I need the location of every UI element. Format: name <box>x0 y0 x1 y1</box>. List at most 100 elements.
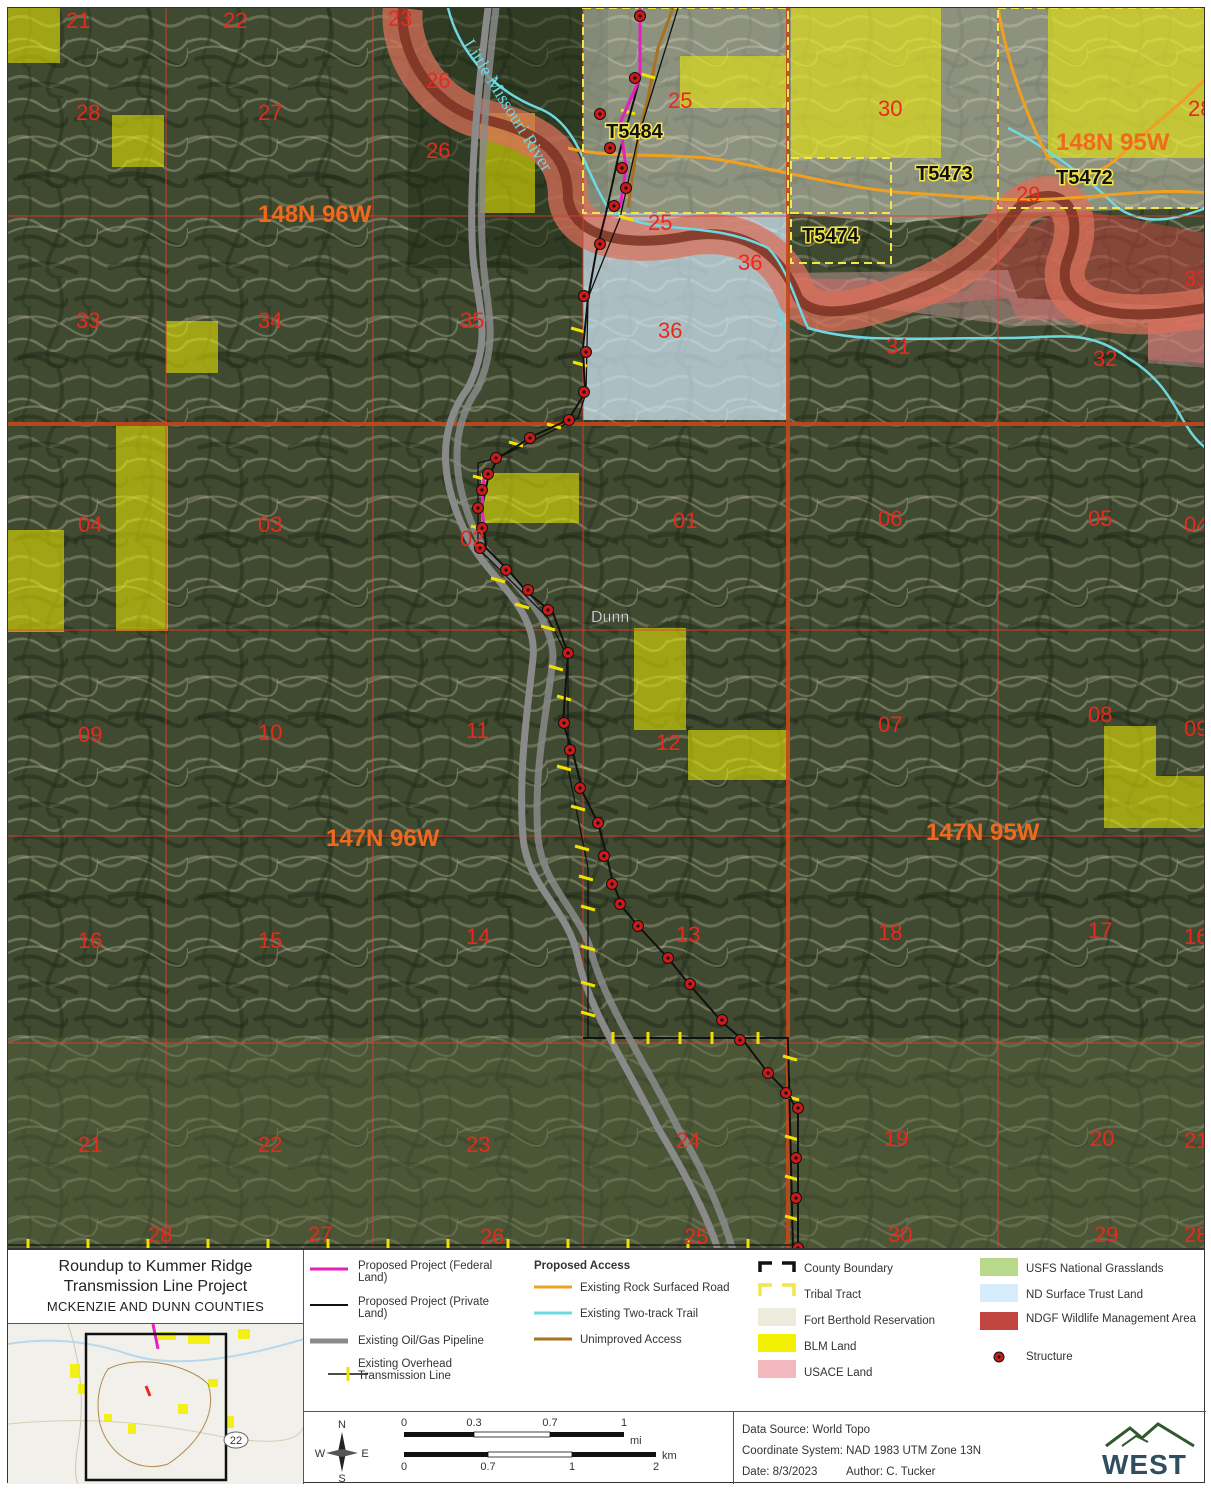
legend-tribal: Tribal Tract <box>804 1289 862 1301</box>
lower-grassland-shade <box>8 1038 1204 1248</box>
section-label: 33 <box>1184 266 1205 291</box>
structure-marker <box>562 647 574 659</box>
legend-pipeline: Existing Oil/Gas Pipeline <box>358 1335 484 1347</box>
structure-marker <box>614 898 626 910</box>
svg-text:2: 2 <box>653 1461 659 1473</box>
title-block: Roundup to Kummer Ridge Transmission Lin… <box>8 1250 304 1324</box>
structure-marker <box>542 604 554 616</box>
section-label: 31 <box>886 334 910 359</box>
overhead-tick <box>548 664 564 672</box>
section-label: 25 <box>648 210 672 235</box>
overhead-tick <box>784 1214 800 1222</box>
map-date: Date: 8/3/2023 <box>742 1466 818 1478</box>
tract-label: T5484 <box>606 121 664 143</box>
legend-reservation: Fort Berthold Reservation <box>804 1315 936 1327</box>
overhead-tick <box>540 624 556 632</box>
section-grid <box>8 8 1204 1248</box>
section-label: 13 <box>676 922 700 947</box>
blm-parcels <box>8 8 1204 828</box>
legend-proposed-private: Proposed Project (Private Land) <box>358 1296 490 1320</box>
section-label: 15 <box>258 928 282 953</box>
place-label-dunn: Dunn <box>591 609 629 626</box>
inset-map[interactable]: 22 <box>8 1324 304 1484</box>
section-label: 04 <box>1184 512 1205 537</box>
section-label: 25 <box>684 1224 708 1249</box>
structure-marker <box>734 1034 746 1046</box>
overhead-tick <box>508 440 524 448</box>
tract-label: T5472 <box>1056 167 1113 189</box>
section-label: 26 <box>480 1224 504 1249</box>
section-label: 14 <box>466 924 490 949</box>
structure-marker <box>474 542 486 554</box>
structure-marker <box>604 142 616 154</box>
section-label: 28 <box>1188 96 1205 121</box>
township-label: 148N 95W <box>1056 129 1170 156</box>
section-label: 16 <box>78 928 102 953</box>
structure-marker <box>476 522 488 534</box>
section-label: 08 <box>1088 702 1112 727</box>
structure-marker <box>594 108 606 120</box>
km-scale: 0 0.7 1 2 km <box>401 1450 677 1473</box>
structure-marker <box>564 744 576 756</box>
section-label: 23 <box>388 8 412 31</box>
structure-marker <box>762 1067 774 1079</box>
legend: Proposed Project (Federal Land) Proposed… <box>304 1250 1206 1412</box>
structure-marker <box>490 452 502 464</box>
section-label: 06 <box>878 506 902 531</box>
west-logo: WEST <box>1102 1420 1198 1480</box>
township-label: 147N 96W <box>326 825 440 852</box>
section-label: 09 <box>1184 716 1205 741</box>
svg-text:0.3: 0.3 <box>466 1417 481 1429</box>
section-label: 26 <box>426 68 450 93</box>
section-label: 21 <box>66 8 90 33</box>
section-label: 10 <box>258 720 282 745</box>
section-label: 19 <box>884 1126 908 1151</box>
overhead-tick <box>556 764 572 772</box>
section-label: 27 <box>308 1222 332 1247</box>
overhead-tick <box>580 904 596 912</box>
section-label: 22 <box>258 1132 282 1157</box>
svg-text:1: 1 <box>621 1417 627 1429</box>
structure-marker <box>598 850 610 862</box>
tract-label: T5473 <box>916 163 973 185</box>
svg-text:mi: mi <box>630 1435 642 1447</box>
section-label: 29 <box>1016 182 1040 207</box>
county-boundary-swatch <box>758 1261 796 1272</box>
legend-nd-trust: ND Surface Trust Land <box>1026 1289 1143 1301</box>
structure-marker <box>476 484 488 496</box>
scale-bar: N S W E 0 0.3 0.7 1 mi 0 0.7 1 <box>315 1417 677 1485</box>
legend-overhead: Existing Overhead Transmission Line <box>358 1358 452 1382</box>
structure-marker <box>592 817 604 829</box>
map-canvas[interactable]: 2122232827262530282625363334353631323304… <box>8 8 1205 1249</box>
structure-marker <box>616 162 628 174</box>
section-label: 16 <box>1184 924 1205 949</box>
structure-marker <box>620 182 632 194</box>
structure-marker <box>578 386 590 398</box>
svg-text:0.7: 0.7 <box>542 1417 557 1429</box>
section-label: 28 <box>148 1222 172 1247</box>
structure-marker <box>558 717 570 729</box>
section-label: 28 <box>76 100 100 125</box>
section-label: 36 <box>658 318 682 343</box>
section-label: 34 <box>258 308 282 333</box>
map-title-line2: Transmission Line Project <box>63 1278 248 1295</box>
map-footer: Roundup to Kummer Ridge Transmission Lin… <box>7 1249 1206 1485</box>
section-label: 12 <box>656 730 680 755</box>
structure-marker <box>790 1152 802 1164</box>
structures <box>472 10 804 1248</box>
overhead-tick <box>514 602 530 610</box>
overhead-tick <box>490 576 506 584</box>
section-label: 07 <box>878 712 902 737</box>
legend-unimproved: Unimproved Access <box>580 1334 682 1346</box>
overhead-tick <box>580 944 596 952</box>
map-author: Author: C. Tucker <box>846 1466 936 1478</box>
township-label: 148N 96W <box>258 201 372 228</box>
structure-marker <box>524 432 536 444</box>
structure-marker <box>574 782 586 794</box>
inset-route-marker: 22 <box>230 1435 242 1447</box>
unimproved-access <box>626 8 675 209</box>
section-label: 33 <box>76 308 100 333</box>
overhead-tick <box>784 1174 800 1182</box>
map-frame[interactable]: 2122232827262530282625363334353631323304… <box>7 7 1205 1249</box>
